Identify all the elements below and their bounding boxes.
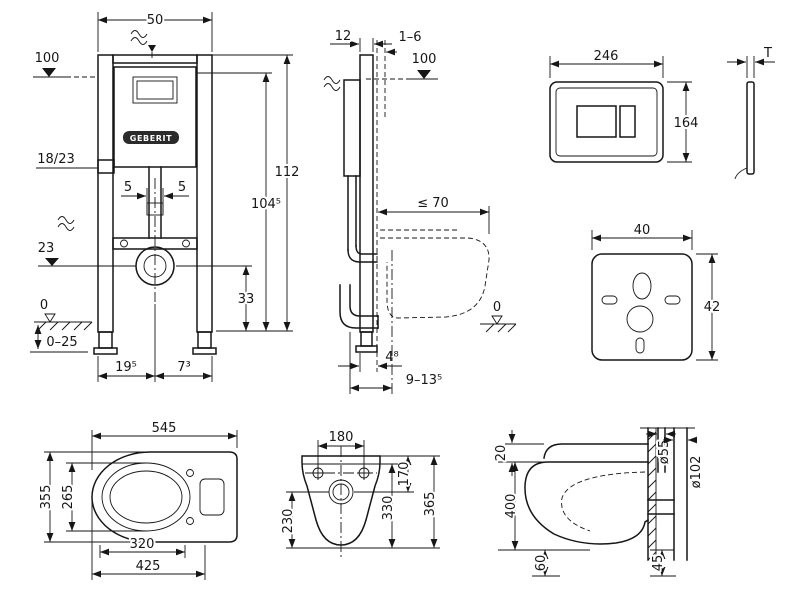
dim-level-0: 0	[40, 298, 48, 313]
frame-side-view: 12 1–6 100 ≤ 70 0 4⁸ 9–13⁵	[323, 27, 517, 394]
floor-marker-icon	[491, 315, 503, 325]
dim-20: 20	[494, 445, 509, 462]
insulation-mat	[591, 253, 693, 361]
flex-hose-icon	[130, 30, 148, 45]
dim-bowl-depth: ≤ 70	[417, 196, 449, 211]
dim-wall-gap: 1–6	[398, 30, 421, 45]
dim-offset-left: 5	[124, 180, 132, 195]
small-flush-button	[619, 105, 636, 138]
dim-dist-left: 19⁵	[115, 360, 137, 375]
frame-front-view: GEBERIT 100 18/23 23 0	[30, 11, 301, 382]
level-marker-icon	[45, 258, 59, 266]
wall-hatch	[647, 431, 657, 561]
bowl-outline-hidden	[380, 237, 490, 319]
sound-insulation-mat-view: 40 42	[591, 221, 722, 361]
dim-rail-depth: 12	[335, 29, 352, 44]
bowl-outline	[91, 451, 238, 543]
cistern-profile	[343, 79, 361, 177]
flush-plate-side-profile	[746, 81, 755, 175]
dim-plate-thickness: T	[763, 46, 772, 61]
dim-400: 400	[504, 494, 519, 519]
dim-bowl-length: 545	[152, 421, 177, 436]
dim-offset-right: 5	[178, 180, 186, 195]
flush-plate-view: 246 164 T	[549, 44, 775, 180]
dim-plate-width: 246	[594, 49, 619, 64]
ground-hatch	[485, 323, 517, 333]
dim-dist-right: 7³	[177, 360, 190, 375]
seat-profile	[543, 443, 649, 459]
dim-45: 45	[651, 555, 666, 572]
dim-mat-width: 40	[634, 223, 651, 238]
dim-front-span: 425	[136, 559, 161, 574]
water-inlet-fitting	[97, 159, 115, 174]
dim-level-23: 23	[38, 241, 55, 256]
dim-mat-height: 42	[704, 300, 721, 315]
dim-frame-width: 50	[147, 13, 164, 28]
dim-bolt-span: 320	[130, 537, 155, 552]
dim-hole-span: 180	[329, 430, 354, 445]
dim-seat-width: 265	[61, 485, 76, 510]
dim-offset-b: 9–13⁵	[406, 373, 443, 388]
flush-plate	[549, 81, 664, 163]
dim-height-total: 112	[275, 165, 300, 180]
floor-marker-icon	[44, 313, 56, 323]
big-flush-button	[576, 105, 617, 138]
dim-height-drain: 33	[238, 292, 255, 307]
bowl-profile	[524, 461, 650, 545]
bowl-top-view: 545 355 265 320 425	[37, 419, 238, 580]
geberit-logo-text: GEBERIT	[130, 134, 172, 143]
level-marker-icon	[42, 68, 56, 77]
dim-level-100: 100	[35, 51, 60, 66]
dim-330: 330	[381, 496, 396, 521]
dim-bowl-width: 355	[39, 485, 54, 510]
level-marker-icon	[417, 70, 431, 79]
bowl-side-view: ø55 ø102 20 400 60 45	[492, 427, 706, 577]
dim-inlet: 18/23	[37, 152, 74, 167]
geberit-logo-pill	[123, 131, 179, 144]
dim-height-tank: 104⁵	[251, 197, 281, 212]
dim-foot-adjust: 0–25	[46, 335, 77, 350]
dim-level-100-side: 100	[412, 52, 437, 67]
dim-170: 170	[397, 462, 412, 487]
cistern	[113, 66, 197, 168]
dim-offset-a: 4⁸	[385, 350, 398, 365]
dim-level-0-side: 0	[493, 300, 501, 315]
flex-hose-icon	[323, 76, 341, 91]
dim-drain-dia: ø102	[689, 456, 704, 489]
dim-365: 365	[423, 492, 438, 517]
ground-hatch	[37, 321, 93, 331]
dim-plate-height: 164	[674, 116, 699, 131]
dim-60: 60	[534, 555, 549, 572]
dim-230: 230	[281, 509, 296, 534]
dim-flush-dia: ø55	[657, 440, 672, 465]
bowl-front-view: 180 170 330 365 230	[279, 428, 440, 560]
flex-symbol-icon	[57, 216, 75, 231]
